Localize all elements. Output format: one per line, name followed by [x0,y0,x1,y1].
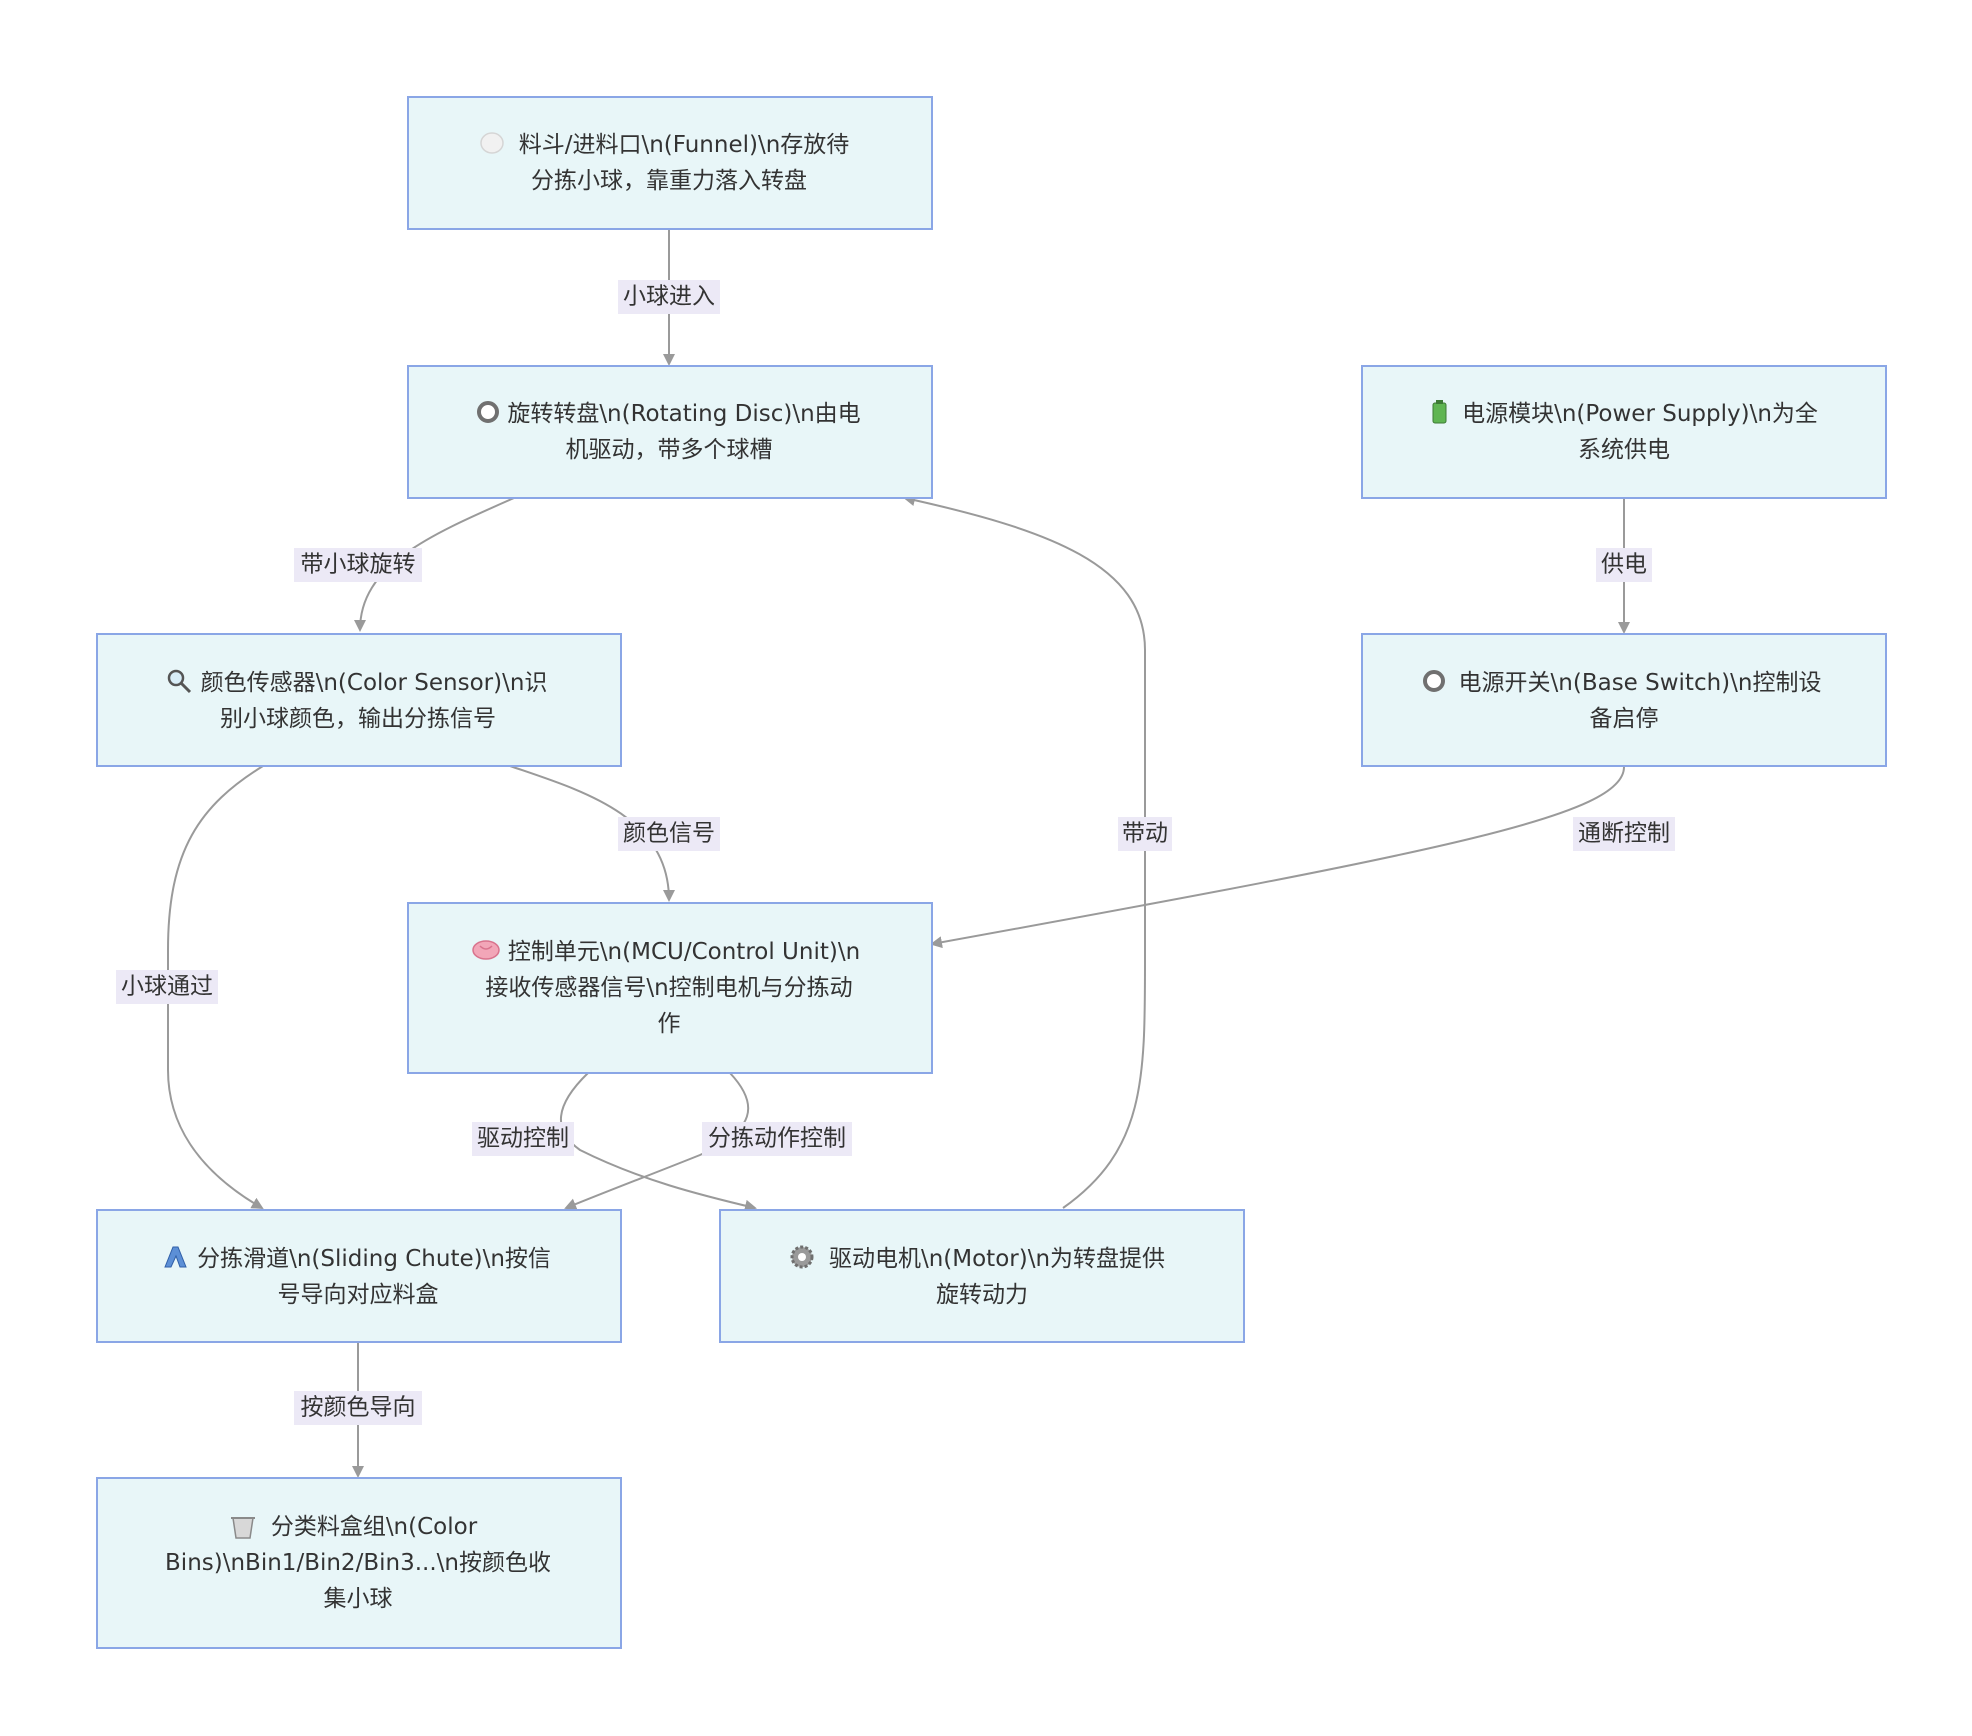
funnel-icon [480,132,504,154]
edge-label-text: 小球通过 [121,974,213,1000]
node-color-sensor: 颜色传感器\n(Color Sensor)\n识 别小球颜色，输出分拣信号 [96,633,622,767]
node-line: 作 [658,1011,681,1037]
node-line: 备启停 [1590,706,1659,732]
node-line: 系统供电 [1578,437,1670,463]
edge-label-chute-bins: 按颜色导向 [294,1391,422,1425]
node-base-switch: 电源开关\n(Base Switch)\n控制设 备启停 [1361,633,1887,767]
edge-motor-to-disc [903,494,1146,1209]
edge-sensor-to-mcu [509,765,675,902]
edge-mcu-to-chute [564,1072,750,1210]
node-line: 接收传感器信号\n控制电机与分拣动 [485,975,852,1001]
edge-label-mcu-chute: 分拣动作控制 [702,1122,852,1156]
node-line: 旋转动力 [936,1282,1028,1308]
edges [167,229,1630,1478]
node-line: 集小球 [324,1586,393,1612]
battery-icon [1432,400,1447,424]
disc-icon [477,401,499,423]
edge-label-text: 带小球旋转 [301,552,416,578]
edge-labels: 小球进入 带小球旋转 供电 颜色信号 带动 通断控制 小球通过 驱动控制 [116,280,1675,1425]
edge-label-text: 通断控制 [1578,821,1670,847]
edge-label-text: 驱动控制 [477,1126,569,1152]
node-line: 别小球颜色，输出分拣信号 [220,706,496,732]
node-power-supply: 电源模块\n(Power Supply)\n为全 系统供电 [1361,365,1887,499]
edge-label-disc-sensor: 带小球旋转 [294,548,422,582]
node-mcu: 控制单元\n(MCU/Control Unit)\n 接收传感器信号\n控制电机… [407,902,933,1074]
edge-label-power-switch: 供电 [1596,548,1652,582]
gear-icon [790,1245,814,1269]
edge-label-funnel-disc: 小球进入 [618,280,720,314]
node-line: 分拣小球，靠重力落入转盘 [531,168,807,194]
edge-sensor-to-chute [167,765,264,1210]
edge-label-text: 带动 [1122,821,1168,847]
node-line: 电源模块\n(Power Supply)\n为全 [1462,401,1818,427]
edge-label-text: 供电 [1601,552,1647,578]
node-color-bins: 分类料盒组\n(Color Bins)\nBin1/Bin2/Bin3...\n… [96,1477,622,1649]
node-line: 控制单元\n(MCU/Control Unit)\n [508,939,860,965]
edge-label-sensor-chute: 小球通过 [116,970,218,1004]
magnifier-icon [167,669,192,694]
node-disc: 旋转转盘\n(Rotating Disc)\n由电 机驱动，带多个球槽 [407,365,933,499]
bin-icon [231,1517,255,1539]
edge-label-switch-mcu: 通断控制 [1573,817,1675,851]
edge-switch-to-mcu [930,766,1625,949]
node-line: Bins)\nBin1/Bin2/Bin3...\n按颜色收 [165,1550,551,1576]
node-line: 驱动电机\n(Motor)\n为转盘提供 [829,1246,1165,1272]
edge-label-text: 颜色信号 [623,821,715,847]
node-line: 分拣滑道\n(Sliding Chute)\n按信 [197,1246,551,1272]
node-line: 机驱动，带多个球槽 [566,437,773,463]
switch-icon [1423,670,1445,692]
node-line: 电源开关\n(Base Switch)\n控制设 [1459,670,1822,696]
node-motor: 驱动电机\n(Motor)\n为转盘提供 旋转动力 [719,1209,1245,1343]
brain-icon [472,940,500,960]
edge-label-mcu-motor: 驱动控制 [472,1122,574,1156]
edge-mcu-to-motor [559,1072,757,1212]
node-line: 颜色传感器\n(Color Sensor)\n识 [201,670,548,696]
edge-label-sensor-mcu: 颜色信号 [618,817,720,851]
edge-label-text: 按颜色导向 [301,1395,416,1421]
edge-label-motor-disc: 带动 [1118,817,1172,851]
node-sliding-chute: 分拣滑道\n(Sliding Chute)\n按信 号导向对应料盒 [96,1209,622,1343]
chute-icon [164,1246,187,1268]
node-funnel: 料斗/进料口\n(Funnel)\n存放待 分拣小球，靠重力落入转盘 [407,96,933,230]
node-line: 分类料盒组\n(Color [271,1514,478,1540]
node-line: 料斗/进料口\n(Funnel)\n存放待 [519,132,850,158]
edge-label-text: 小球进入 [623,284,715,310]
edge-label-text: 分拣动作控制 [708,1126,846,1152]
node-line: 号导向对应料盒 [278,1282,439,1308]
node-line: 旋转转盘\n(Rotating Disc)\n由电 [507,401,860,427]
